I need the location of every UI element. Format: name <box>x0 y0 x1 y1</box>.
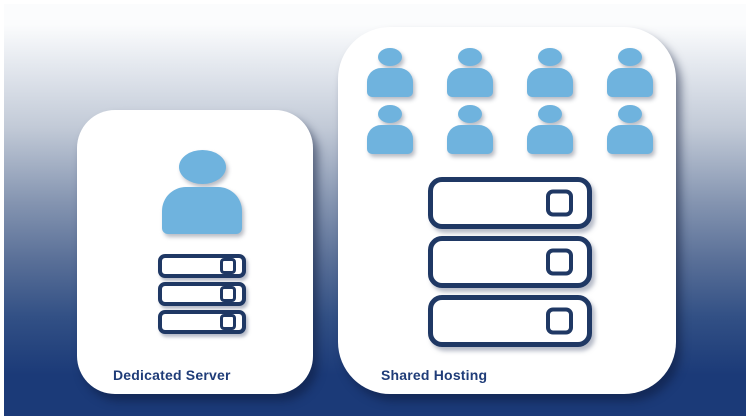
user-head-shape <box>538 105 562 123</box>
dedicated-server-stack <box>84 254 320 334</box>
user-body-shape <box>367 125 413 154</box>
user-body-shape <box>527 68 573 97</box>
server-drive-indicator <box>220 286 236 302</box>
user-body-shape <box>527 125 573 154</box>
dedicated-user-group <box>84 150 320 234</box>
shared-user-group <box>338 27 653 154</box>
server-row-icon <box>158 310 246 334</box>
dedicated-card-label: Dedicated Server <box>113 367 231 383</box>
user-head-shape <box>618 105 642 123</box>
user-head-shape <box>458 48 482 66</box>
user-head-shape <box>378 105 402 123</box>
shared-card-label: Shared Hosting <box>381 367 488 383</box>
user-icon <box>447 48 493 97</box>
user-head-shape <box>618 48 642 66</box>
user-head-shape <box>178 150 226 184</box>
server-drive-indicator <box>546 248 573 276</box>
server-row-icon <box>428 177 592 229</box>
user-body-shape <box>367 68 413 97</box>
user-body-shape <box>607 125 653 154</box>
user-body-shape <box>447 68 493 97</box>
user-head-shape <box>378 48 402 66</box>
user-icon <box>162 150 242 234</box>
user-icon <box>527 105 573 154</box>
server-drive-indicator <box>220 258 236 274</box>
user-icon <box>607 105 653 154</box>
server-row-icon <box>428 295 592 347</box>
server-row-icon <box>158 282 246 306</box>
server-row-icon <box>428 236 592 288</box>
user-body-shape <box>162 187 242 234</box>
user-body-shape <box>447 125 493 154</box>
user-body-shape <box>607 68 653 97</box>
server-drive-indicator <box>220 314 236 330</box>
user-icon <box>367 48 413 97</box>
user-icon <box>367 105 413 154</box>
server-drive-indicator <box>546 189 573 217</box>
shared-server-stack <box>428 177 592 347</box>
user-icon <box>447 105 493 154</box>
server-drive-indicator <box>546 307 573 335</box>
user-icon <box>527 48 573 97</box>
dedicated-server-card: Dedicated Server <box>77 110 313 394</box>
user-head-shape <box>458 105 482 123</box>
shared-hosting-card: Shared Hosting <box>338 27 676 394</box>
user-head-shape <box>538 48 562 66</box>
user-icon <box>607 48 653 97</box>
server-row-icon <box>158 254 246 278</box>
